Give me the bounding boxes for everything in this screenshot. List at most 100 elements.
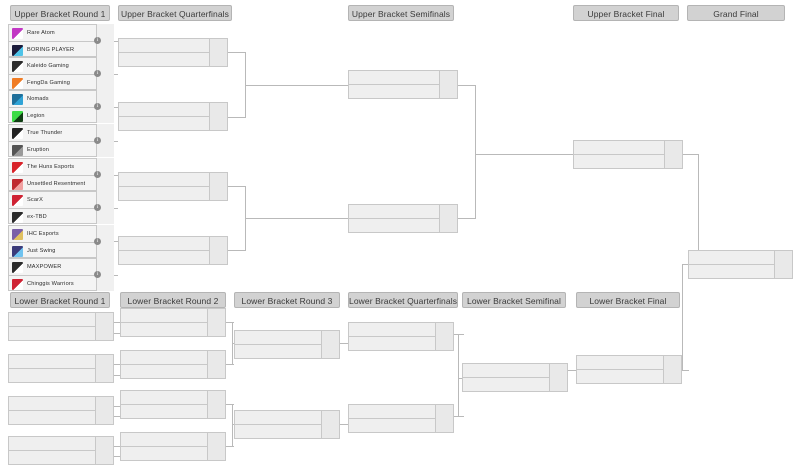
match-slot-top[interactable] xyxy=(119,237,227,251)
match-slot-bottom[interactable] xyxy=(119,52,227,66)
match-slot-bottom[interactable] xyxy=(9,326,113,340)
match-box-lbsf-m1[interactable] xyxy=(462,363,568,392)
match-slot-top[interactable] xyxy=(9,355,113,369)
match-slot-top[interactable] xyxy=(119,173,227,187)
match-slot-bottom[interactable] xyxy=(119,250,227,264)
match-slot-bottom[interactable] xyxy=(121,364,225,378)
match-slot-top[interactable] xyxy=(121,433,225,447)
team-row[interactable]: ScarX xyxy=(9,192,113,209)
match-slot-top[interactable] xyxy=(119,103,227,117)
match-box-lbr1-m3[interactable] xyxy=(8,396,114,425)
match-slot-top[interactable] xyxy=(121,391,225,405)
match-slot-top[interactable] xyxy=(349,405,453,419)
match-box-lbr2-m2[interactable] xyxy=(120,350,226,379)
match-slot-bottom[interactable] xyxy=(9,410,113,424)
match-slot-bottom[interactable] xyxy=(119,186,227,200)
match-slot-bottom[interactable] xyxy=(349,84,457,98)
team-row[interactable]: FengDa Gaming xyxy=(9,75,113,91)
match-box-lbqf-m2[interactable] xyxy=(348,404,454,433)
match-slot-top[interactable] xyxy=(121,309,225,323)
team-row[interactable]: The Huns Esports xyxy=(9,159,113,176)
match-box-ubqf-m1[interactable] xyxy=(118,38,228,67)
match-slot-top[interactable] xyxy=(689,251,792,265)
match-info-icon[interactable]: i xyxy=(94,204,101,211)
match-box-ubf-m1[interactable] xyxy=(573,140,683,169)
match-slot-bottom[interactable] xyxy=(121,404,225,418)
match-info-icon[interactable]: i xyxy=(94,271,101,278)
match-box-lbr3-m2[interactable] xyxy=(234,410,340,439)
match-box-lbr2-m1[interactable] xyxy=(120,308,226,337)
match-box-ubqf-m2[interactable] xyxy=(118,102,228,131)
match-slot-top[interactable] xyxy=(9,313,113,327)
match-box-lbr3-m1[interactable] xyxy=(234,330,340,359)
match-box-lbr2-m4[interactable] xyxy=(120,432,226,461)
match-slot-top[interactable] xyxy=(574,141,682,155)
match-slot-bottom[interactable] xyxy=(577,369,681,383)
match-slot-bottom[interactable] xyxy=(119,116,227,130)
round-header-lb-f: Lower Bracket Final xyxy=(576,292,680,308)
team-row[interactable]: Chinggis Warriors xyxy=(9,276,113,292)
match-slot-top[interactable] xyxy=(463,364,567,378)
match-box-lbf-m1[interactable] xyxy=(576,355,682,384)
team-row[interactable]: True Thunder xyxy=(9,125,113,142)
match-box-lbqf-m1[interactable] xyxy=(348,322,454,351)
match-box-lbr1-m1[interactable] xyxy=(8,312,114,341)
team-row[interactable]: Rare Atom xyxy=(9,25,113,42)
match-info-icon[interactable]: i xyxy=(94,171,101,178)
team-row[interactable]: ex-TBD xyxy=(9,209,113,225)
match-slot-bottom[interactable] xyxy=(349,336,453,350)
match-score-column xyxy=(439,205,457,232)
bracket-connector xyxy=(245,218,348,219)
match-slot-top[interactable] xyxy=(235,331,339,345)
team-row[interactable]: BORING PLAYER xyxy=(9,42,113,58)
match-slot-top[interactable] xyxy=(121,351,225,365)
match-slot-top[interactable] xyxy=(119,39,227,53)
match-slot-bottom[interactable] xyxy=(349,418,453,432)
match-info-icon[interactable]: i xyxy=(94,70,101,77)
team-row[interactable]: Legion xyxy=(9,108,113,124)
match-slot-bottom[interactable] xyxy=(235,344,339,358)
match-slot-bottom[interactable] xyxy=(349,218,457,232)
match-slot-bottom[interactable] xyxy=(121,322,225,336)
match-slot-top[interactable] xyxy=(9,397,113,411)
match-slot-bottom[interactable] xyxy=(235,424,339,438)
match-box-ubsf-m2[interactable] xyxy=(348,204,458,233)
team-row[interactable]: Eruption xyxy=(9,142,113,158)
match-slot-top[interactable] xyxy=(9,437,113,451)
match-slot-top[interactable] xyxy=(349,323,453,337)
match-box-ubqf-m4[interactable] xyxy=(118,236,228,265)
match-box-gf-m1[interactable] xyxy=(688,250,793,279)
team-row[interactable]: IHC Esports xyxy=(9,226,113,243)
team-row[interactable]: MAXPOWER xyxy=(9,259,113,276)
match-info-icon[interactable]: i xyxy=(94,103,101,110)
match-info-icon[interactable]: i xyxy=(94,137,101,144)
match-box-lbr2-m3[interactable] xyxy=(120,390,226,419)
match-slot-bottom[interactable] xyxy=(9,368,113,382)
match-slot-top[interactable] xyxy=(577,356,681,370)
team-row[interactable]: Unsettled Resentment xyxy=(9,176,113,192)
match-box-lbr1-m2[interactable] xyxy=(8,354,114,383)
team-row[interactable]: Just Swing xyxy=(9,243,113,259)
match-info-icon[interactable]: i xyxy=(94,238,101,245)
match-score-column xyxy=(207,433,225,460)
match-box-ubsf-m1[interactable] xyxy=(348,70,458,99)
match-slot-top[interactable] xyxy=(349,71,457,85)
match-slot-bottom[interactable] xyxy=(9,450,113,464)
match-slot-bottom[interactable] xyxy=(574,154,682,168)
match-slot-bottom[interactable] xyxy=(121,446,225,460)
match-slot-top[interactable] xyxy=(235,411,339,425)
team-row[interactable]: Kaleido Gaming xyxy=(9,58,113,75)
match-slot-bottom[interactable] xyxy=(463,377,567,391)
team-row[interactable]: Nomads xyxy=(9,91,113,108)
match-slot-bottom[interactable] xyxy=(689,264,792,278)
team-logo-icon xyxy=(12,194,23,206)
match-slot-top[interactable] xyxy=(349,205,457,219)
match-box-ubqf-m3[interactable] xyxy=(118,172,228,201)
match-info-icon[interactable]: i xyxy=(94,37,101,44)
match-box-lbr1-m4[interactable] xyxy=(8,436,114,465)
